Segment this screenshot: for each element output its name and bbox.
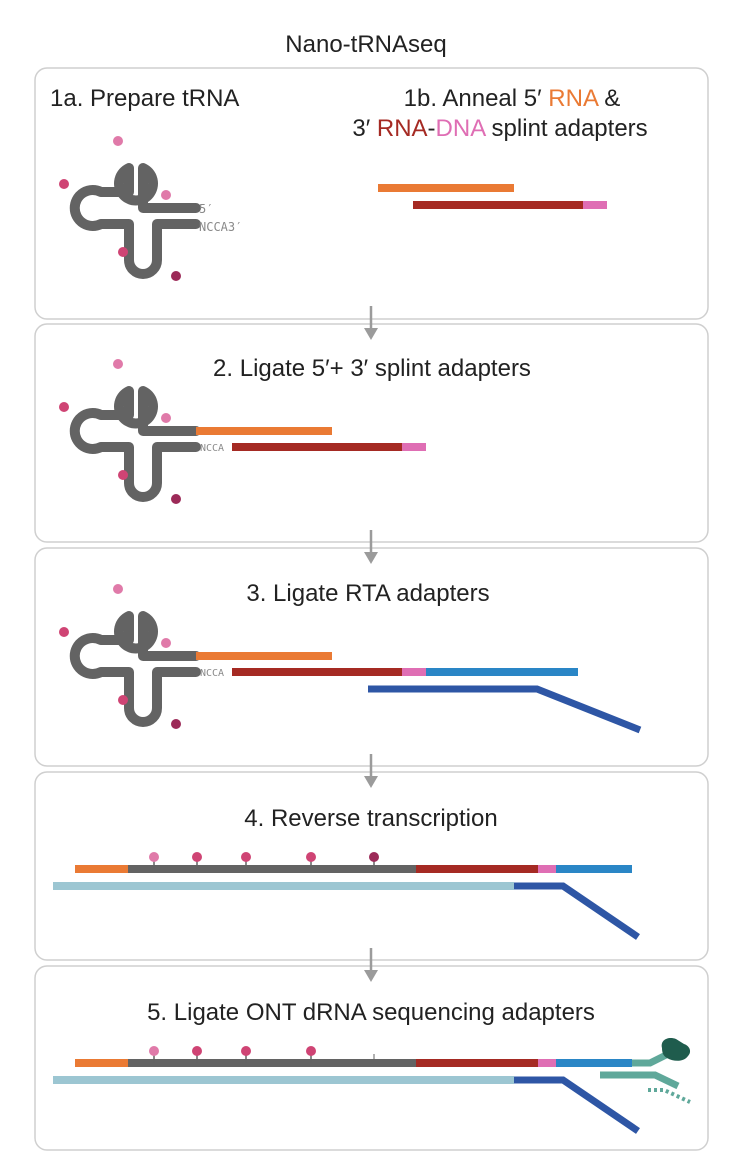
rta-adapter-bottom-strand bbox=[368, 685, 642, 734]
ont-motor-protein-icon bbox=[661, 1038, 691, 1061]
panel-1b-title-line-1: 1b. Anneal 5′ RNA & bbox=[404, 85, 621, 112]
panel-1b-dash: - bbox=[428, 115, 436, 142]
panel-4-title: 4. Reverse transcription bbox=[244, 805, 497, 832]
modification-pin bbox=[369, 852, 379, 869]
panel-2-title: 2. Ligate 5′+ 3′ splint adapters bbox=[213, 355, 531, 382]
rta-adapter-bottom-strand bbox=[514, 882, 640, 940]
panel-1b-rna-label: RNA bbox=[377, 115, 428, 142]
down-arrow-icon bbox=[364, 530, 378, 564]
ncca-label: NCCA bbox=[200, 443, 224, 454]
modification-pin bbox=[306, 852, 316, 869]
modification-pin bbox=[149, 852, 159, 869]
panel-1a-title: 1a. Prepare tRNA bbox=[50, 85, 239, 112]
modification-pin bbox=[241, 1046, 251, 1063]
rta-adapter-bottom-strand bbox=[514, 1076, 640, 1134]
modification-pin bbox=[192, 1046, 202, 1063]
trna-5-prime-label: 5′ bbox=[199, 202, 213, 216]
down-arrow-icon bbox=[364, 754, 378, 788]
modification-pin bbox=[241, 852, 251, 869]
panel-1b-rna-label: RNA bbox=[548, 85, 599, 112]
ont-adapter-top-strand bbox=[632, 1051, 668, 1067]
figure-title: Nano-tRNAseq bbox=[285, 31, 446, 58]
panel-1b-title-prefix: 3′ bbox=[352, 115, 377, 142]
panel-1b-title-line-2: 3′ RNA-DNA splint adapters bbox=[352, 115, 647, 142]
panel-1b-dna-label: DNA bbox=[436, 115, 487, 142]
panel-1b-title-suffix: splint adapters bbox=[485, 115, 648, 142]
panel-1b-title-prefix: 1b. Anneal 5′ bbox=[404, 85, 549, 112]
ont-adapter-bottom-strand bbox=[600, 1071, 680, 1090]
panel-5-box bbox=[34, 965, 709, 1151]
modification-pin bbox=[306, 1046, 316, 1063]
modification-pin bbox=[192, 852, 202, 869]
trna-3-prime-label: NCCA3′ bbox=[199, 220, 242, 234]
panel-3-title: 3. Ligate RTA adapters bbox=[246, 580, 489, 607]
down-arrow-icon bbox=[364, 948, 378, 982]
panel-1b-title-suffix: & bbox=[598, 85, 621, 112]
panel-5-title: 5. Ligate ONT dRNA sequencing adapters bbox=[147, 999, 595, 1026]
ncca-label: NCCA bbox=[200, 668, 224, 679]
modification-pin bbox=[149, 1046, 159, 1063]
down-arrow-icon bbox=[364, 306, 378, 340]
